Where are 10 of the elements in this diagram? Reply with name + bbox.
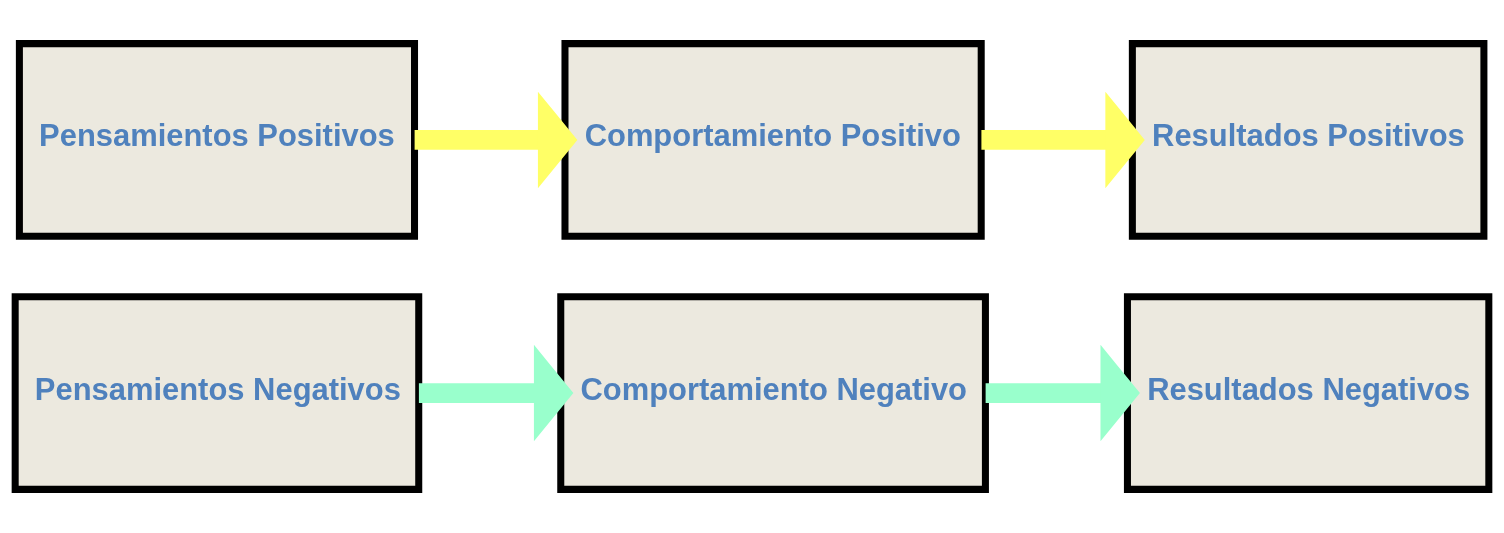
node-box: Pensamientos Negativos [11,293,423,493]
arrow [414,91,578,189]
node-box: Comportamiento Positivo [561,40,985,240]
node-box: Pensamientos Positivos [15,40,419,240]
arrow [418,344,574,442]
node-box: Resultados Positivos [1128,40,1488,240]
node-box: Resultados Negativos [1123,293,1493,493]
arrow [981,91,1145,189]
node-box: Comportamiento Negativo [557,293,989,493]
arrow [985,344,1140,442]
